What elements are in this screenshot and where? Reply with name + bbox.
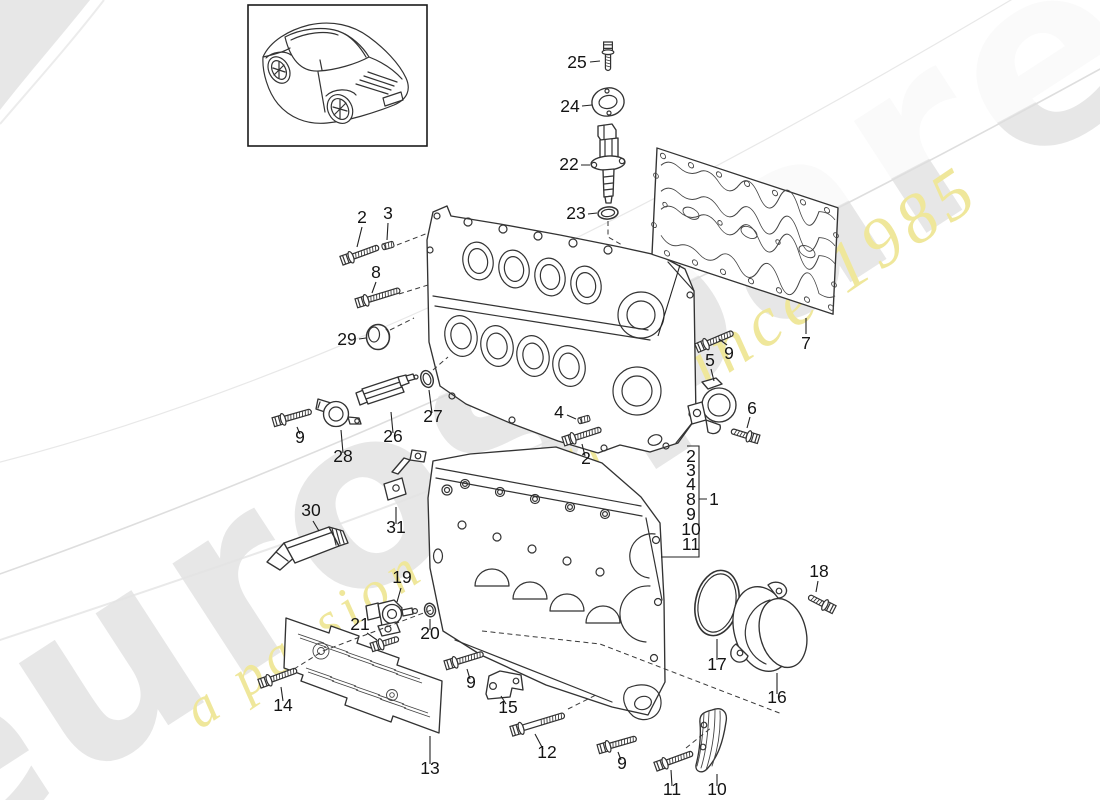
callout-9-left: 9 <box>295 427 305 447</box>
callout-16: 16 <box>767 687 786 707</box>
background-decor <box>0 0 105 125</box>
callout-1: 1 <box>709 489 719 509</box>
part-22-solenoid-valve <box>590 123 626 204</box>
part-20-o-ring <box>423 602 437 618</box>
callout-5: 5 <box>705 350 715 370</box>
callout-28: 28 <box>333 446 352 466</box>
callout-24: 24 <box>560 96 580 116</box>
camshaft-housing-upper-drawing <box>426 205 697 454</box>
part-31-bracket <box>383 449 427 501</box>
callout-22: 22 <box>559 154 578 174</box>
callout-29: 29 <box>337 329 356 349</box>
group-item-2: 2 <box>686 446 696 466</box>
part-5-sensor-flange <box>687 377 737 435</box>
callout-9-mid: 9 <box>466 672 476 692</box>
callout-27: 27 <box>423 406 442 426</box>
group-item-8: 8 <box>686 489 696 509</box>
callout-2-top: 2 <box>357 207 367 227</box>
part-29-shaft-seal <box>365 323 391 351</box>
callout-7: 7 <box>801 333 811 353</box>
callout-23: 23 <box>566 203 585 223</box>
callout-14: 14 <box>273 695 293 715</box>
part-19-sensor <box>365 599 419 637</box>
callout-25: 25 <box>567 52 586 72</box>
group-item-4: 4 <box>686 474 696 494</box>
callout-3: 3 <box>383 203 393 223</box>
callout-18: 18 <box>809 561 828 581</box>
camshaft-housing-lower-drawing <box>427 446 666 721</box>
part-28-retainer-bracket <box>315 398 362 428</box>
part-16-vacuum-pump-cover <box>730 581 808 672</box>
gasket-part7-drawing <box>651 147 839 315</box>
callout-9-bottom: 9 <box>617 753 627 773</box>
car-illustration <box>247 4 428 147</box>
part-26-solenoid <box>355 373 419 406</box>
callout-20: 20 <box>420 623 440 643</box>
part-8-bolt <box>353 283 403 310</box>
callout-21: 21 <box>350 614 369 634</box>
callout-labels: 25 24 22 23 7 9 5 6 2 3 8 29 9 28 26 27 … <box>273 52 828 799</box>
group-item-9: 9 <box>686 504 696 524</box>
group-item-10: 10 <box>681 519 701 539</box>
part-30-sealant-tube <box>266 526 349 571</box>
part-24-flange-gasket <box>591 87 625 117</box>
callout-10: 10 <box>707 779 727 799</box>
assembly-group-list: 2 3 4 8 9 10 11 <box>681 446 701 554</box>
callout-30: 30 <box>301 500 321 520</box>
callout-11: 11 <box>663 779 681 799</box>
callout-31: 31 <box>386 517 405 537</box>
callout-12: 12 <box>537 742 556 762</box>
part-12-bolt <box>508 708 567 738</box>
callout-26: 26 <box>383 426 402 446</box>
part-9-bolt-bottom <box>596 731 639 756</box>
callout-19: 19 <box>392 567 411 587</box>
corner-wedge <box>0 0 90 110</box>
part-27-o-ring <box>420 369 434 389</box>
callout-6: 6 <box>747 398 757 418</box>
part-10-tensioner-pad <box>695 708 728 773</box>
callout-17: 17 <box>707 654 726 674</box>
part-18-bolt <box>805 590 838 616</box>
construction-lines <box>280 60 819 787</box>
part-25-bolt <box>601 41 615 72</box>
part-6-bolt <box>729 424 761 446</box>
callout-4: 4 <box>554 402 564 422</box>
callout-13: 13 <box>420 758 439 778</box>
callout-2-mid: 2 <box>581 448 591 468</box>
callout-8: 8 <box>371 262 381 282</box>
part-15-bracket <box>485 670 524 700</box>
group-item-11: 11 <box>682 534 700 554</box>
part-11-bolt <box>652 746 696 773</box>
callout-15: 15 <box>498 697 517 717</box>
cover-plate-part13-drawing <box>283 617 443 734</box>
group-item-3: 3 <box>686 460 696 480</box>
part-23-seal-ring <box>597 206 619 220</box>
callout-9-top: 9 <box>724 343 734 363</box>
part-3-pin <box>380 240 395 251</box>
